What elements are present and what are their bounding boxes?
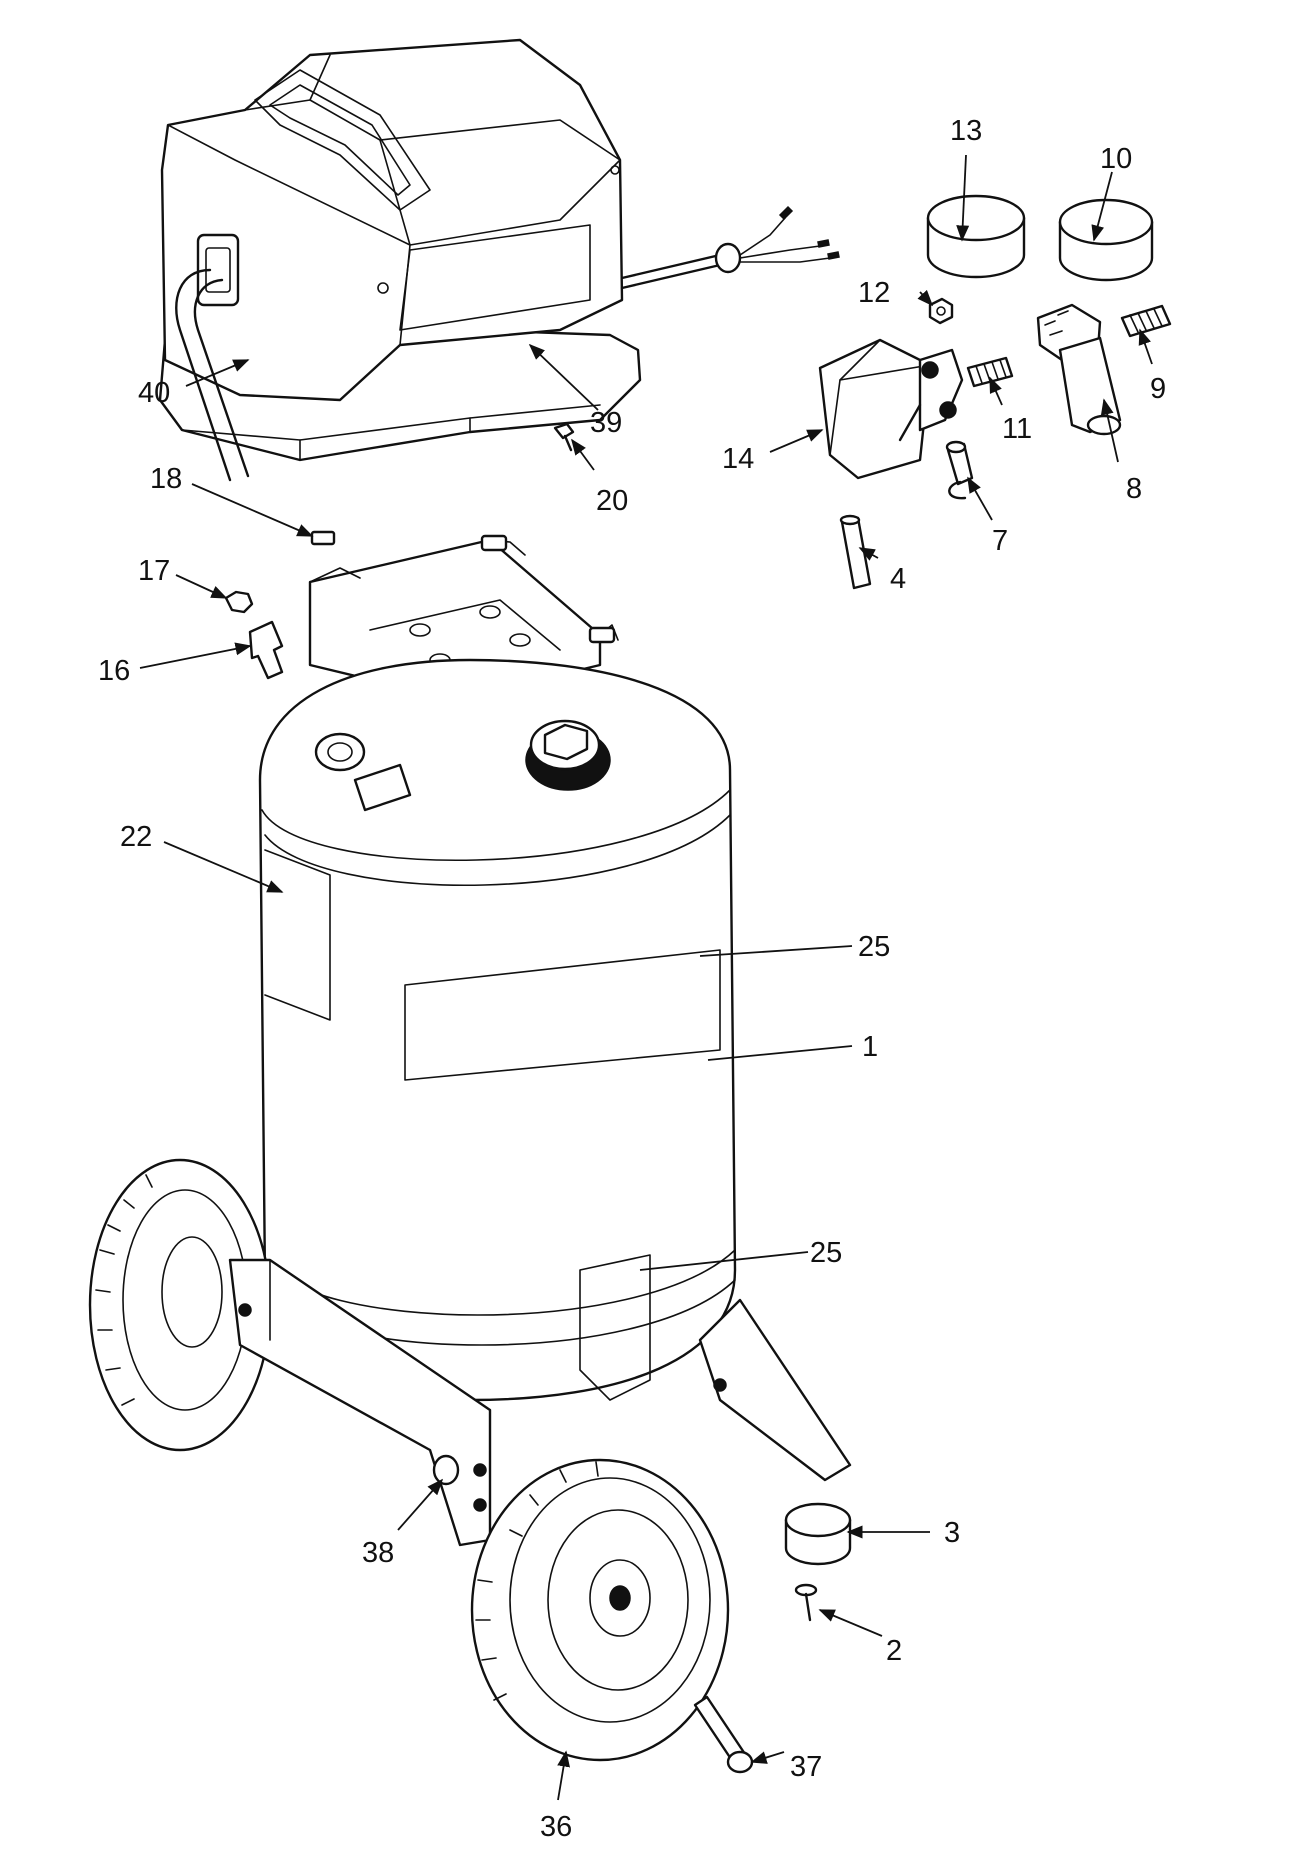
callout-16: 16 (98, 655, 130, 687)
callout-1: 1 (862, 1031, 878, 1063)
callout-38: 38 (362, 1537, 394, 1569)
pressure-switch-14 (818, 338, 964, 480)
nipple-9 (1120, 304, 1172, 338)
callout-2: 2 (886, 1635, 902, 1667)
front-wheel (470, 1458, 730, 1762)
callout-12: 12 (858, 277, 890, 309)
base-legs (228, 1258, 852, 1547)
callout-11: 11 (1002, 413, 1032, 445)
axle-bolt-37 (693, 1695, 754, 1774)
screw-20 (553, 422, 575, 452)
callout-7: 7 (992, 525, 1008, 557)
callout-9: 9 (1150, 373, 1166, 405)
callout-20: 20 (596, 485, 628, 517)
nut-17 (224, 590, 254, 614)
callout-22: 22 (120, 821, 152, 853)
callout-3: 3 (944, 1517, 960, 1549)
gauge-13 (926, 194, 1026, 279)
callout-18: 18 (150, 463, 182, 495)
callout-14: 14 (722, 443, 754, 475)
mount-bracket (308, 534, 619, 722)
nipple-4 (839, 514, 872, 590)
left-wheel (88, 1158, 272, 1452)
elbow-16 (248, 620, 284, 680)
nipple-11 (966, 356, 1014, 388)
fitting-12 (928, 297, 954, 325)
safety-valve-7 (945, 440, 974, 500)
air-tank (258, 658, 737, 1402)
leader-lines (139, 154, 1153, 1801)
rubber-foot-3 (784, 1502, 852, 1566)
callout-39: 39 (590, 407, 622, 439)
callout-25-lower: 25 (810, 1237, 842, 1269)
callout-17: 17 (138, 555, 170, 587)
motor-shroud (158, 38, 840, 482)
callout-4: 4 (890, 563, 906, 595)
callout-36: 36 (540, 1811, 572, 1843)
callout-37: 37 (790, 1751, 822, 1783)
callout-10: 10 (1100, 143, 1132, 175)
callout-8: 8 (1126, 473, 1142, 505)
callout-labels: 13 10 12 9 11 8 14 7 4 40 39 20 18 17 16… (98, 115, 1166, 1843)
callout-13: 13 (950, 115, 982, 147)
callout-25-upper: 25 (858, 931, 890, 963)
bolt-2 (794, 1583, 818, 1622)
clip-18 (310, 530, 336, 546)
callout-40: 40 (138, 377, 170, 409)
gauge-10 (1058, 198, 1154, 282)
